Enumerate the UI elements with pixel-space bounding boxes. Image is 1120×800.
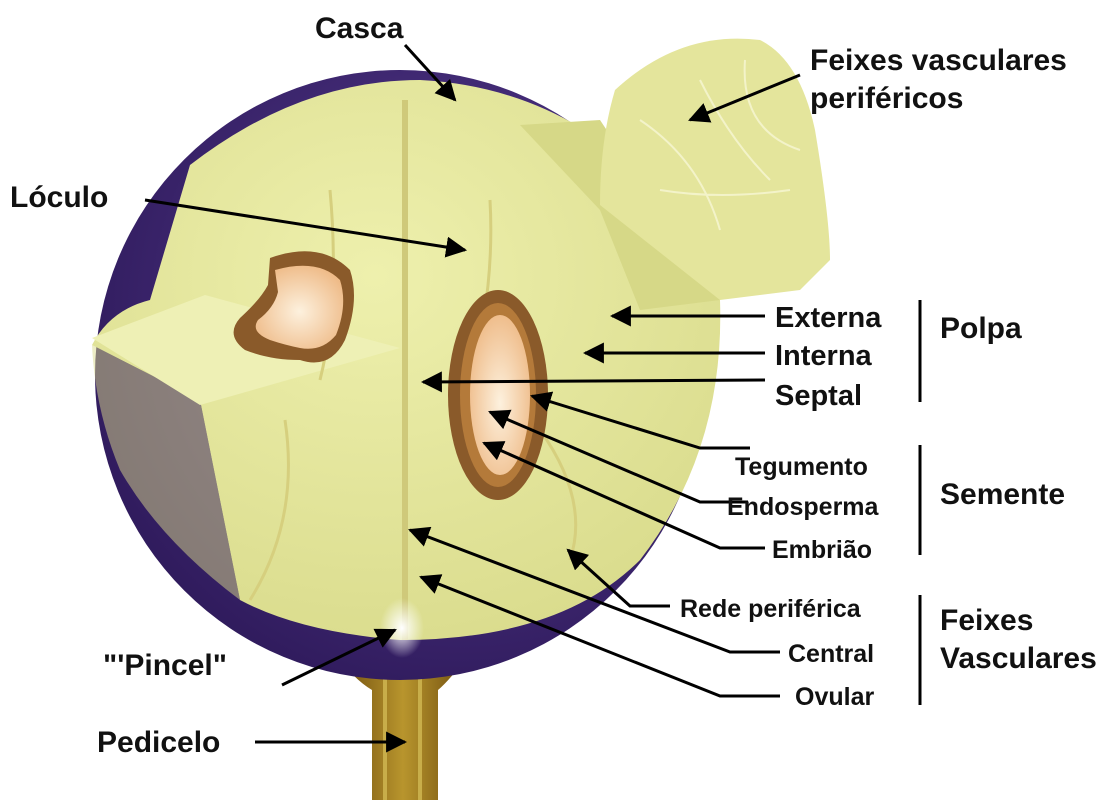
label-feixes-vasculares-2: Vasculares <box>940 642 1097 675</box>
pincel-glow <box>380 598 424 658</box>
label-embriao: Embrião <box>772 536 872 564</box>
label-interna: Interna <box>775 340 873 372</box>
label-pincel: "'Pincel" <box>103 649 227 682</box>
arrow-septal <box>423 380 765 382</box>
label-feixes-perifericos-1: Feixes vasculares <box>810 44 1067 77</box>
label-loculo: Lóculo <box>10 181 108 214</box>
label-feixes-perifericos-2: periféricos <box>810 82 963 115</box>
label-externa: Externa <box>775 302 882 334</box>
label-polpa: Polpa <box>940 312 1022 345</box>
label-ovular: Ovular <box>795 683 874 711</box>
label-semente: Semente <box>940 478 1065 511</box>
label-feixes-vasculares-1: Feixes <box>940 604 1033 637</box>
label-central: Central <box>788 640 874 668</box>
label-endosperma: Endosperma <box>727 493 880 521</box>
label-tegumento: Tegumento <box>735 453 868 481</box>
label-rede-periferica: Rede periférica <box>680 595 862 623</box>
label-septal: Septal <box>775 380 862 412</box>
label-pedicelo: Pedicelo <box>97 726 220 759</box>
label-casca: Casca <box>315 12 404 45</box>
